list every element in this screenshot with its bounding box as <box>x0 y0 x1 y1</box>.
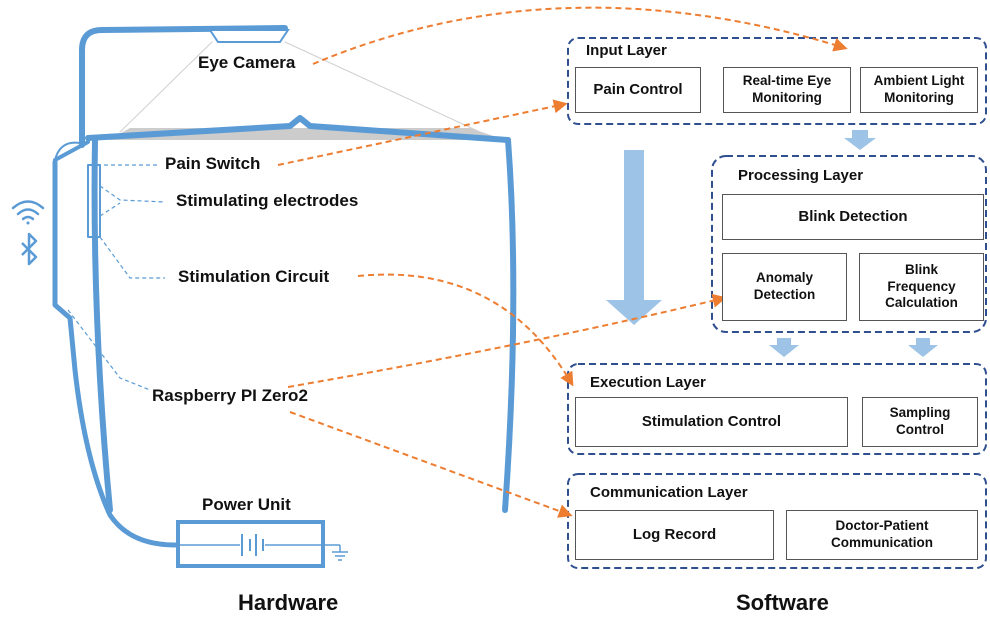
pain-control-box: Pain Control <box>575 67 701 113</box>
eye-monitoring-box: Real-time Eye Monitoring <box>723 67 851 113</box>
input-layer-container <box>567 37 987 125</box>
doctor-patient-box: Doctor-Patient Communication <box>786 510 978 560</box>
layer-containers <box>567 37 987 569</box>
flow-small-arrows <box>769 130 938 357</box>
blink-detection-box: Blink Detection <box>722 194 984 240</box>
connector-arrows <box>277 6 848 518</box>
blink-frequency-box: Blink Frequency Calculation <box>859 253 984 321</box>
stimulation-circuit-label: Stimulation Circuit <box>178 267 330 286</box>
log-record-box: Log Record <box>575 510 774 560</box>
communication-layer-title: Communication Layer <box>590 484 748 501</box>
camera-mount <box>208 29 290 43</box>
sampling-control-box: Sampling Control <box>862 397 978 447</box>
execution-layer-title: Execution Layer <box>590 374 706 391</box>
input-layer-title: Input Layer <box>586 42 667 59</box>
pain-switch-label: Pain Switch <box>165 154 261 173</box>
battery-icon <box>241 534 264 556</box>
processing-layer-title: Processing Layer <box>738 167 864 184</box>
ambient-light-box: Ambient Light Monitoring <box>860 67 978 113</box>
power-unit <box>176 520 325 568</box>
arrow-pi-to-anomaly <box>287 293 727 388</box>
arrow-camera-to-eye-monitoring <box>312 6 848 65</box>
communication-layer-container <box>567 473 987 569</box>
anomaly-detection-box: Anomaly Detection <box>722 253 847 321</box>
stimulation-control-box: Stimulation Control <box>575 397 848 447</box>
bluetooth-icon <box>21 232 38 266</box>
arrow-circuit-to-execution <box>357 273 574 387</box>
flow-big-arrow <box>606 150 662 325</box>
hardware-caption: Hardware <box>238 590 339 615</box>
software-caption: Software <box>736 590 829 615</box>
execution-layer-container <box>567 363 987 455</box>
stimulating-electrodes-label: Stimulating electrodes <box>176 191 359 210</box>
raspberry-pi-label: Raspberry PI Zero2 <box>152 386 308 405</box>
eye-camera-label: Eye Camera <box>198 53 296 72</box>
leader-lines <box>67 164 166 391</box>
arrow-switch-to-pain-control <box>277 99 568 166</box>
power-unit-label: Power Unit <box>202 495 291 514</box>
ground-icon <box>323 544 348 561</box>
processing-layer-container <box>711 155 987 333</box>
wifi-icon <box>11 200 45 225</box>
arrow-pi-to-communication <box>289 411 573 518</box>
